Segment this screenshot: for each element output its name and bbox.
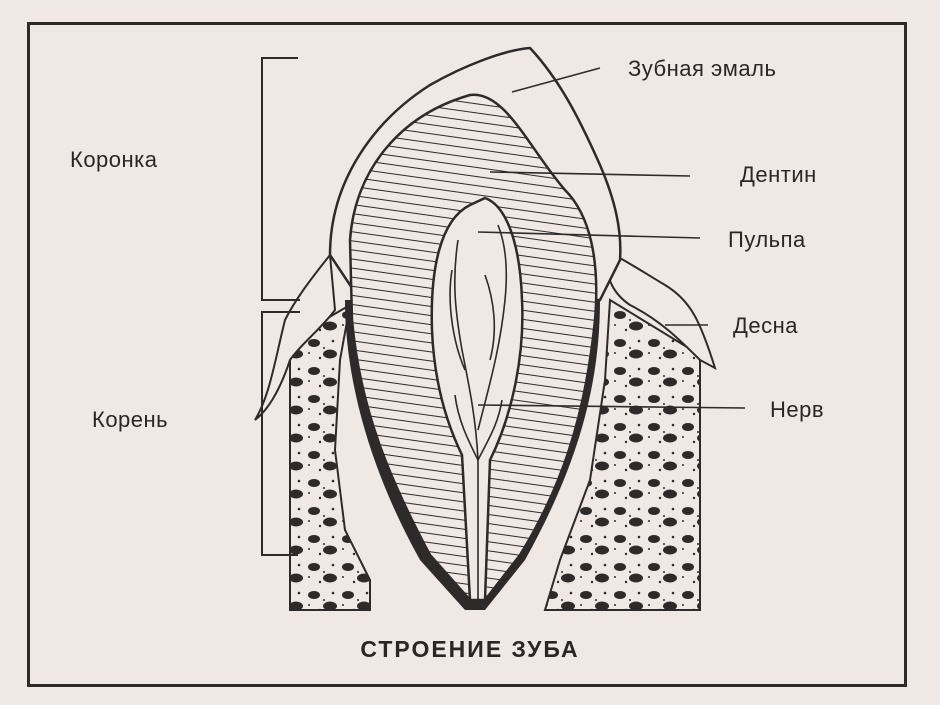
jaw-bone-left — [289, 303, 371, 611]
label-root: Корень — [92, 407, 169, 432]
brackets — [261, 57, 300, 556]
label-dentin: Дентин — [740, 162, 817, 187]
gum-right — [603, 248, 717, 371]
nerve-branches — [449, 224, 508, 600]
diagram-title: СТРОЕНИЕ ЗУБА — [360, 636, 580, 662]
diagram-frame — [27, 22, 907, 687]
label-enamel: Зубная эмаль — [628, 56, 777, 81]
label-gum: Десна — [733, 313, 799, 338]
label-pulp: Пульпа — [728, 227, 806, 252]
label-nerve: Нерв — [770, 397, 825, 422]
label-crown: Коронка — [70, 147, 158, 172]
jaw-bone-right — [543, 298, 701, 611]
leader-lines — [477, 67, 746, 409]
